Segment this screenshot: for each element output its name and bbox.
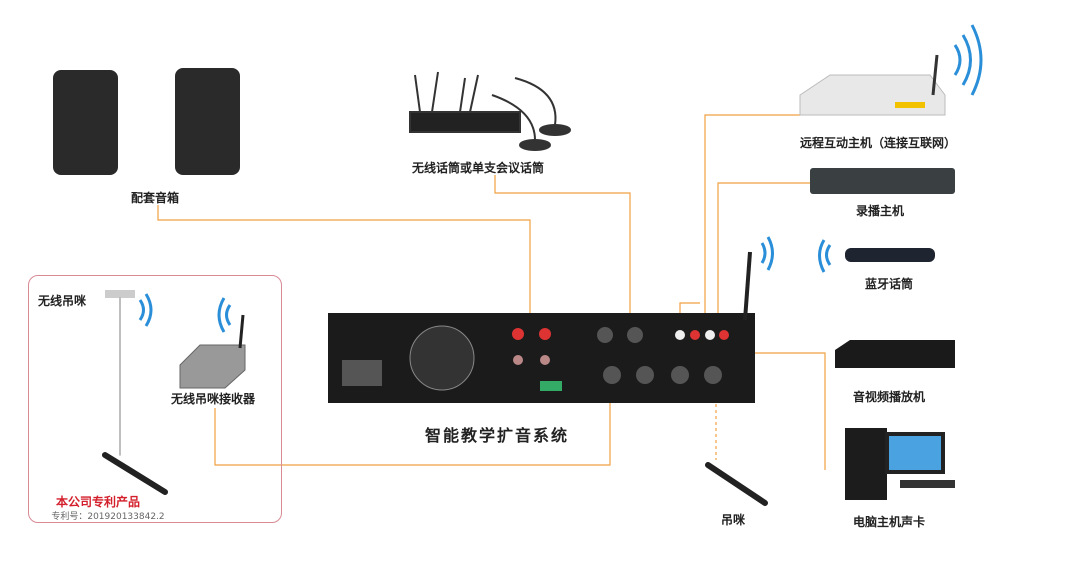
av-player-label: 音视频播放机 (852, 390, 926, 404)
system-title: 智能教学扩音系统 (424, 426, 570, 445)
amplifier-icon (328, 251, 755, 403)
bluetooth-mic-icon (845, 248, 935, 262)
receiver-label: 无线吊咪接收器 (170, 392, 256, 406)
av-player-icon (835, 340, 955, 368)
hanging-mic-icon (102, 290, 768, 506)
wireless-mic-label: 无线话筒或单支会议话筒 (411, 161, 545, 175)
wireless-mic-icon (409, 71, 571, 151)
speakers-label: 配套音箱 (130, 191, 180, 205)
router-icon (799, 54, 946, 116)
recording-host-icon (810, 168, 955, 194)
patent-product-box (28, 275, 282, 523)
receiver-icon (179, 314, 246, 389)
hanging-mic-label: 吊咪 (720, 513, 746, 527)
patent-product-label: 本公司专利产品 (55, 495, 141, 509)
recording-host-label: 录播主机 (855, 204, 905, 218)
patent-number: 专利号：201920133842.2 (51, 512, 165, 522)
speaker-icon (53, 68, 240, 175)
remote-host-label: 远程互动主机（连接互联网） (799, 136, 957, 150)
bluetooth-mic-label: 蓝牙话筒 (864, 277, 914, 291)
connection-lines (157, 114, 826, 470)
wifi-icon (138, 24, 983, 333)
pc-soundcard-label: 电脑主机声卡 (852, 515, 926, 529)
pc-icon (845, 428, 955, 500)
wireless-hanging-mic-label: 无线吊咪 (37, 294, 87, 308)
